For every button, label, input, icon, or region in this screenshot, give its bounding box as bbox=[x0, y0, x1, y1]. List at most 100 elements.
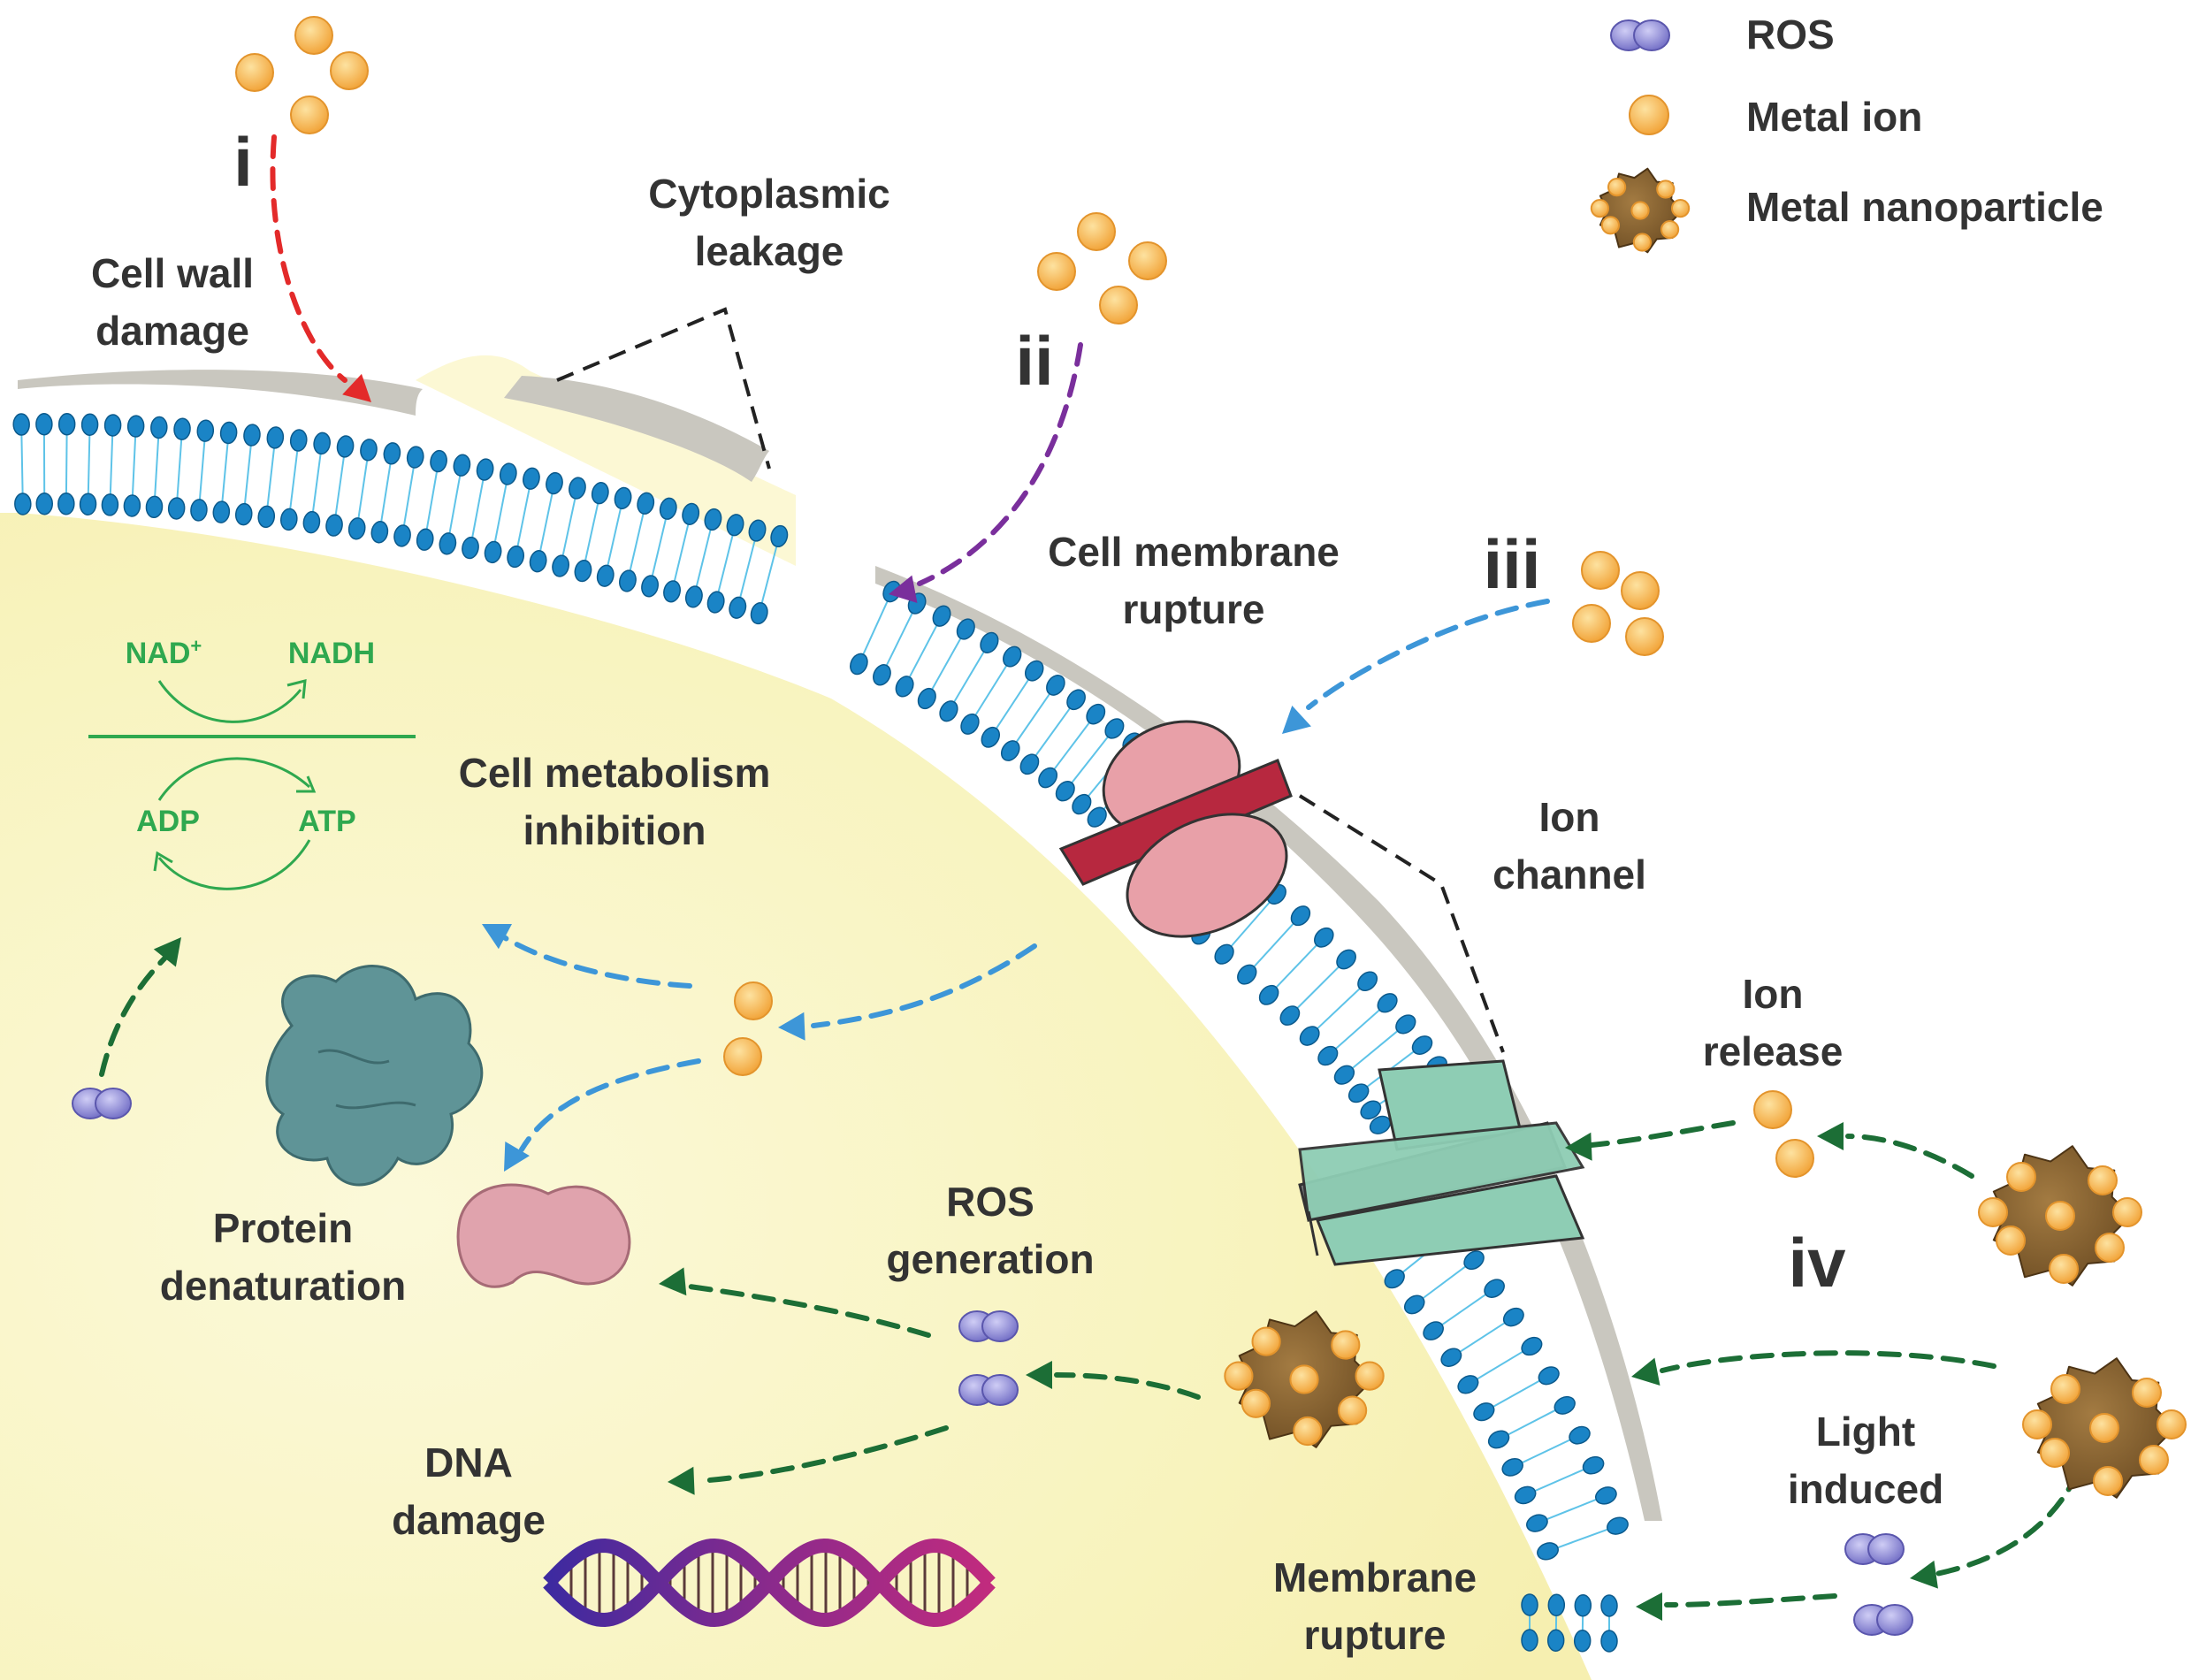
arrowhead bbox=[342, 373, 371, 402]
arrowhead bbox=[1565, 1132, 1592, 1161]
ros-molecule-icon bbox=[1844, 1533, 1905, 1565]
ros-molecule-icon bbox=[958, 1310, 1019, 1342]
lipid-tail bbox=[1545, 1498, 1599, 1521]
lipid-head bbox=[280, 508, 298, 531]
label-ion-channel-line-2: channel bbox=[1492, 851, 1646, 897]
dna-strand bbox=[543, 1538, 996, 1628]
lipid-head bbox=[462, 536, 479, 560]
arrowhead bbox=[1817, 1121, 1844, 1150]
lipid-tail bbox=[1351, 1029, 1399, 1070]
lipid-head bbox=[1066, 689, 1086, 711]
lipid-head bbox=[1024, 660, 1044, 682]
metal-ion-icon bbox=[1099, 286, 1138, 325]
lipid-tail bbox=[1506, 1409, 1557, 1436]
lipid-tail bbox=[357, 459, 369, 519]
dashed-arrow bbox=[696, 1425, 949, 1484]
lipid-tail bbox=[266, 447, 276, 508]
label-ros-generation-line-2: generation bbox=[886, 1236, 1094, 1282]
lipid-head bbox=[1038, 767, 1058, 789]
lipid-head bbox=[103, 414, 122, 437]
lipid-head bbox=[1440, 1348, 1462, 1367]
metabolite-nad-plus-superscript: + bbox=[190, 635, 202, 657]
lipid-head bbox=[507, 545, 525, 569]
metal-ion-icon bbox=[235, 53, 274, 92]
bilayer-segment bbox=[1521, 1593, 1618, 1653]
label-cell-wall-damage-line-1: Cell wall bbox=[91, 250, 254, 296]
lipid-head bbox=[1607, 1516, 1629, 1535]
lipid-head bbox=[546, 471, 563, 495]
lipid-head bbox=[1569, 1425, 1591, 1445]
lipid-head bbox=[552, 554, 569, 577]
lipid-head bbox=[1046, 675, 1065, 696]
lipid-head bbox=[57, 413, 76, 436]
label-dna-damage-line-1: DNA bbox=[424, 1439, 513, 1485]
lipid-head bbox=[1600, 1594, 1618, 1617]
lipid-head bbox=[35, 412, 53, 436]
lipid-head bbox=[14, 493, 32, 515]
arrowhead bbox=[1631, 1357, 1660, 1386]
metabolite-nadh: NADH bbox=[288, 637, 375, 670]
lipid-head bbox=[234, 502, 253, 526]
lipid-head bbox=[370, 521, 389, 544]
lipid-tail bbox=[176, 439, 183, 499]
lipid-tail bbox=[131, 436, 137, 496]
lipid-head bbox=[729, 596, 747, 619]
lipid-head bbox=[257, 505, 276, 529]
label-cell-metabolism-inhibition-line-2: inhibition bbox=[523, 807, 706, 853]
pathway-numeral-iv: iv bbox=[1788, 1224, 1846, 1302]
metal-nanoparticle-icon bbox=[1224, 1310, 1385, 1448]
lipid-head bbox=[430, 449, 447, 473]
lipid-head bbox=[637, 492, 655, 515]
lipid-tail bbox=[1275, 943, 1318, 989]
metal-ion-icon bbox=[1572, 604, 1611, 643]
metal-ion-icon bbox=[1581, 551, 1620, 590]
lipid-tail bbox=[221, 442, 229, 502]
dashed-arrow bbox=[687, 1284, 931, 1338]
metal-ion-icon bbox=[330, 51, 369, 90]
lipid-tail bbox=[1520, 1438, 1572, 1464]
lipid-head bbox=[596, 564, 615, 587]
lipid-tail bbox=[717, 534, 734, 593]
protein-fold-lines bbox=[317, 1049, 416, 1110]
lipid-head bbox=[1403, 1294, 1425, 1315]
lipid-tail bbox=[493, 483, 508, 543]
lipid-tail bbox=[1533, 1468, 1585, 1493]
metal-ion-icon bbox=[723, 1037, 762, 1076]
metal-ion-icon bbox=[1128, 241, 1167, 280]
lipid-tail bbox=[1296, 966, 1340, 1010]
metabolite-nad-plus: NAD bbox=[126, 637, 191, 670]
lipid-head bbox=[1538, 1366, 1560, 1386]
metal-ion-icon bbox=[1077, 212, 1116, 251]
lipid-head bbox=[1600, 1630, 1618, 1653]
dashed-arrow bbox=[1306, 599, 1550, 710]
lipid-head bbox=[1086, 703, 1106, 725]
label-light-induced-line-2: induced bbox=[1788, 1466, 1943, 1512]
lipid-head bbox=[1258, 984, 1279, 1005]
lipid-tail bbox=[1334, 1008, 1381, 1050]
metal-ion-icon bbox=[1625, 617, 1664, 656]
dashed-arrow bbox=[270, 134, 347, 383]
label-ion-release-line-1: Ion bbox=[1743, 971, 1804, 1017]
legend-label-ros: ROS bbox=[1746, 11, 1835, 57]
lipid-head bbox=[313, 431, 331, 455]
bilayer-segment bbox=[12, 412, 789, 625]
protein-icon bbox=[265, 965, 484, 1187]
arrowhead bbox=[153, 937, 181, 967]
lipid-head bbox=[1487, 1430, 1510, 1449]
label-light-induced-line-1: Light bbox=[1816, 1409, 1915, 1455]
cytoplasm-leak-region bbox=[416, 355, 796, 566]
label-membrane-rupture-line-1: Membrane bbox=[1273, 1554, 1477, 1600]
lipid-tail bbox=[20, 434, 24, 494]
lipid-tail bbox=[1034, 706, 1072, 757]
lipid-head bbox=[1003, 645, 1022, 668]
label-cell-membrane-rupture-line-2: rupture bbox=[1123, 586, 1265, 632]
lipid-tail bbox=[1458, 1321, 1507, 1354]
lipid-head bbox=[57, 493, 75, 515]
lipid-tail bbox=[739, 539, 756, 599]
label-membrane-rupture-line-2: rupture bbox=[1304, 1612, 1447, 1658]
lipid-head bbox=[706, 591, 725, 614]
lipid-head bbox=[302, 510, 321, 534]
lipid-head bbox=[167, 497, 186, 520]
lipid-tail bbox=[65, 434, 68, 494]
lipid-tail bbox=[1475, 1350, 1524, 1381]
